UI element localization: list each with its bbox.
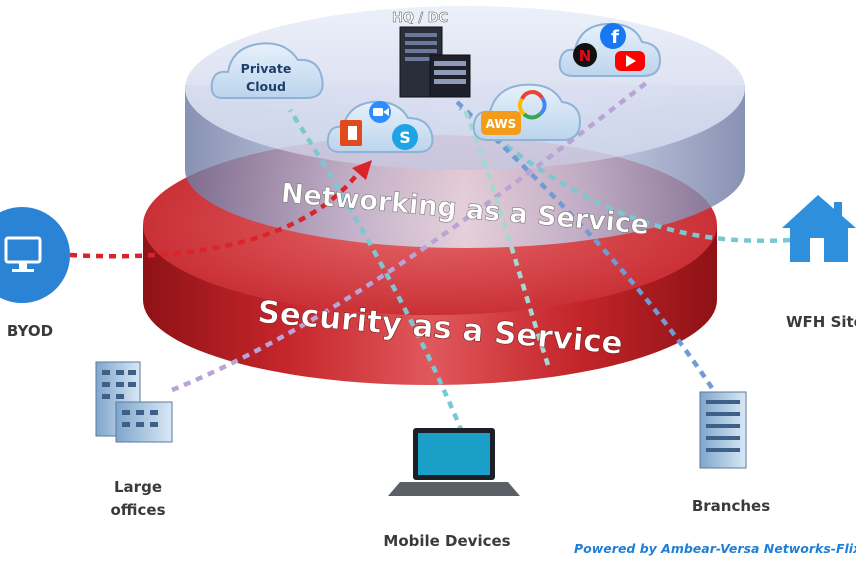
private-cloud-icon xyxy=(210,42,324,99)
laptop-icon xyxy=(388,428,520,496)
svg-text:N: N xyxy=(579,47,592,65)
wfh-link xyxy=(458,106,791,244)
zoom-icon xyxy=(369,101,391,123)
facebook-icon: f xyxy=(600,23,626,49)
large-offices-link xyxy=(171,78,652,393)
wfh-label: WFH Site xyxy=(786,313,856,331)
hq-dc-label: HQ / DC xyxy=(392,11,448,26)
hq-aws-link xyxy=(462,109,551,366)
house-icon xyxy=(782,195,856,262)
large-offices-label: Large xyxy=(114,478,162,496)
private-cloud-label-2: Cloud xyxy=(246,79,286,94)
youtube-icon xyxy=(615,51,645,71)
byod-label: BYOD xyxy=(7,322,53,340)
google-cloud-icon xyxy=(517,90,547,120)
aws-badge xyxy=(481,111,521,135)
office-building-icon xyxy=(95,361,173,443)
branches-label: Branches xyxy=(692,497,770,515)
byod-arrowhead xyxy=(352,160,372,180)
monitor-icon xyxy=(4,236,42,272)
large-offices-label-2: offices xyxy=(110,501,165,519)
svg-text:f: f xyxy=(611,27,619,48)
byod-endpoint xyxy=(0,207,70,303)
mobile-devices-label: Mobile Devices xyxy=(383,532,510,550)
mobile-link xyxy=(288,108,465,433)
office-365-icon xyxy=(340,120,362,146)
aws-label: AWS xyxy=(486,117,517,131)
netflix-icon: N xyxy=(573,43,597,67)
skype-icon: S xyxy=(392,124,418,150)
server-rack-icon xyxy=(399,26,471,98)
branch-building-icon xyxy=(699,391,747,469)
credit-text: Powered by Ambear-Versa Networks-Flixiv xyxy=(574,541,856,556)
private-cloud-label: Private xyxy=(241,61,292,76)
svg-text:S: S xyxy=(399,128,411,147)
